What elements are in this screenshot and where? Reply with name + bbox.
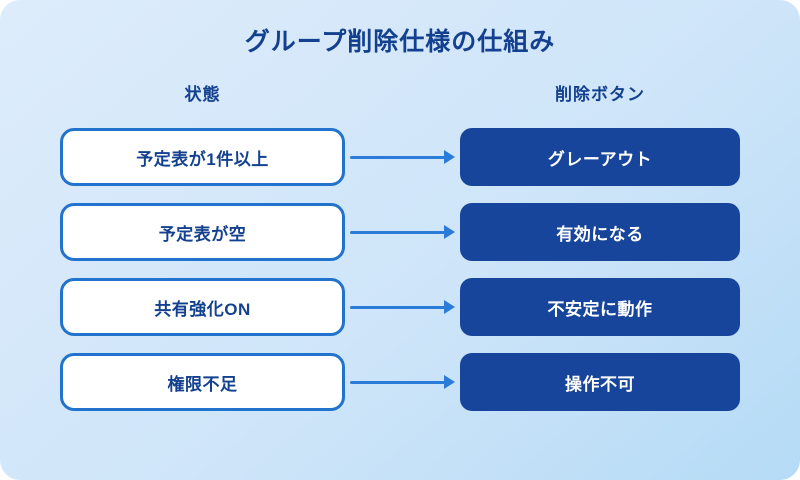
result-label: 不安定に動作 <box>547 299 653 319</box>
state-label: 予定表が1件以上 <box>136 149 269 169</box>
result-label: グレーアウト <box>547 149 653 169</box>
state-label: 予定表が空 <box>158 224 247 244</box>
diagram-row: 予定表が空 有効になる <box>60 203 740 261</box>
arrow-right-icon <box>345 353 460 411</box>
diagram-rows: 予定表が1件以上 グレーアウト 予定表が空 有効になる <box>0 128 800 411</box>
arrow-right-icon <box>345 128 460 186</box>
result-box: グレーアウト <box>460 128 740 186</box>
arrow-head-icon <box>444 300 455 314</box>
result-box: 有効になる <box>460 203 740 261</box>
state-box: 予定表が空 <box>60 203 345 261</box>
state-box: 予定表が1件以上 <box>60 128 345 186</box>
arrow-right-icon <box>345 278 460 336</box>
arrow-right-icon <box>345 203 460 261</box>
arrow-head-icon <box>444 150 455 164</box>
arrow-line <box>350 380 445 384</box>
column-header-state: 状態 <box>184 85 221 104</box>
state-label: 共有強化ON <box>154 299 251 319</box>
state-box: 共有強化ON <box>60 278 345 336</box>
state-label: 権限不足 <box>167 374 238 394</box>
state-box: 権限不足 <box>60 353 345 411</box>
column-header-delete-button: 削除ボタン <box>555 85 645 104</box>
page-title: グループ削除仕様の仕組み <box>244 28 556 56</box>
result-label: 有効になる <box>556 224 644 244</box>
diagram-row: 共有強化ON 不安定に動作 <box>60 278 740 336</box>
result-label: 操作不可 <box>565 374 635 394</box>
arrow-head-icon <box>444 225 455 239</box>
diagram-row: 権限不足 操作不可 <box>60 353 740 411</box>
result-box: 不安定に動作 <box>460 278 740 336</box>
column-headers: 状態 削除ボタン <box>0 80 800 104</box>
arrow-head-icon <box>444 375 455 389</box>
arrow-line <box>350 305 445 309</box>
arrow-line <box>350 230 445 234</box>
diagram-row: 予定表が1件以上 グレーアウト <box>60 128 740 186</box>
arrow-line <box>350 155 445 159</box>
result-box: 操作不可 <box>460 353 740 411</box>
